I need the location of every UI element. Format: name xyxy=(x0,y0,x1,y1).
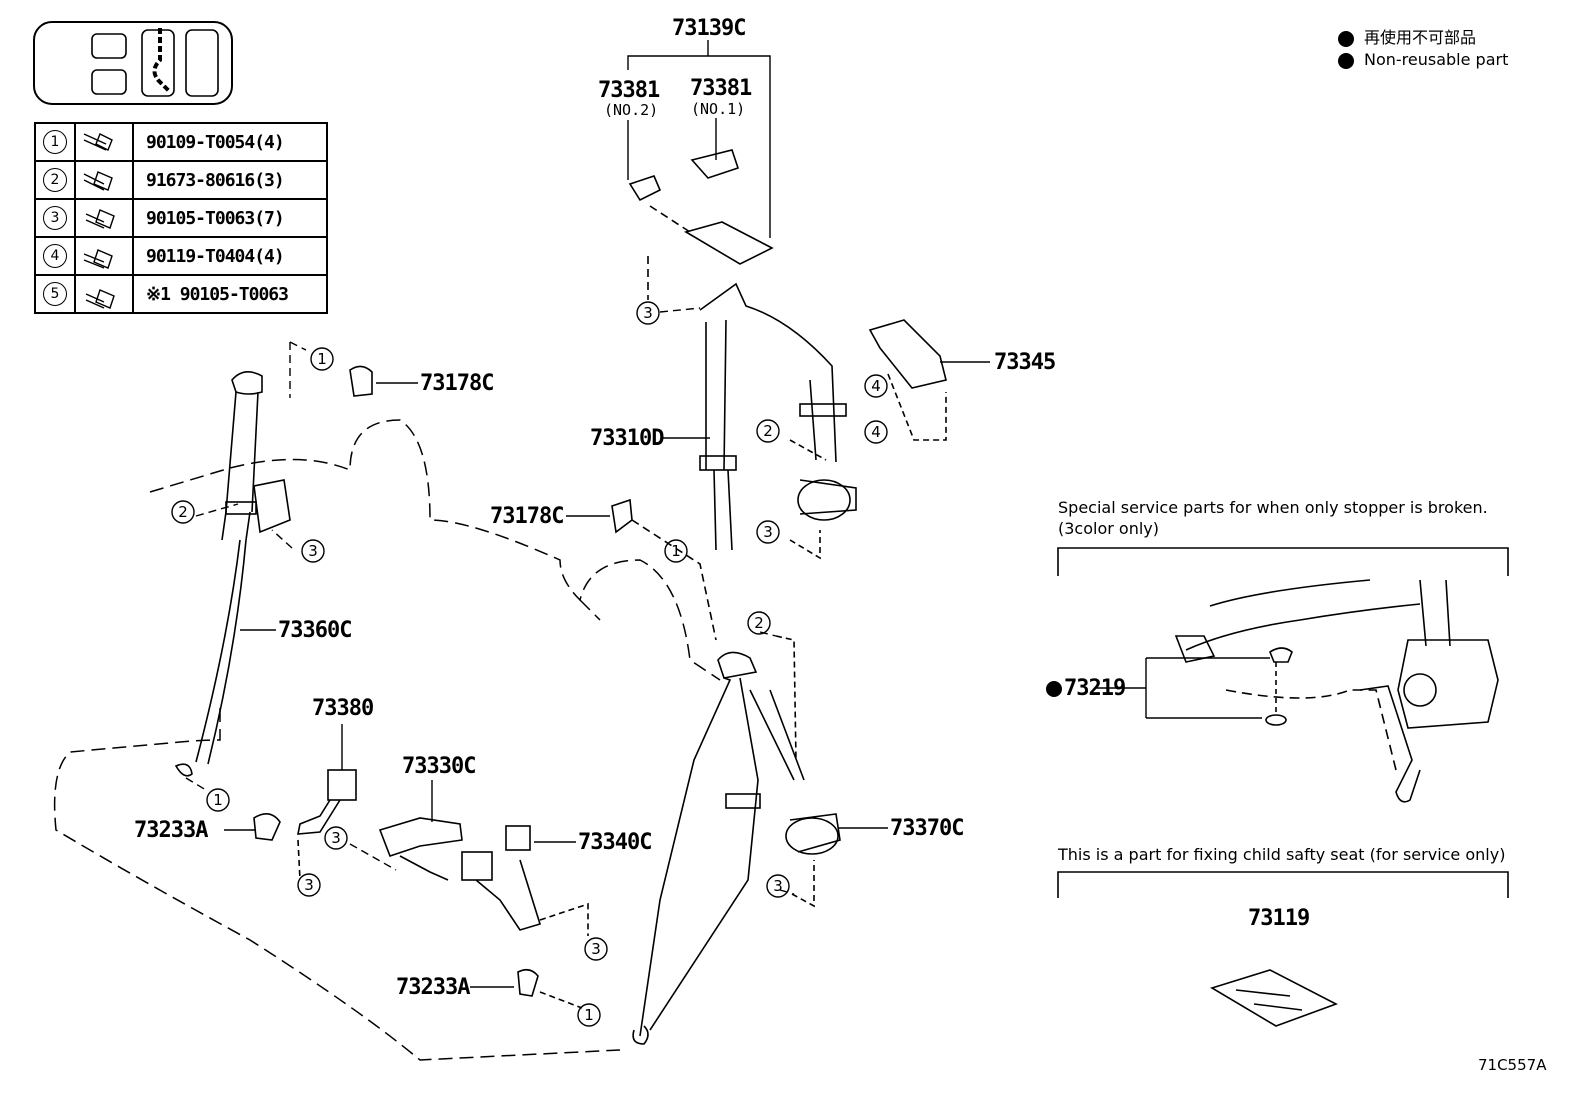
table-row: 5 ※1 90105-T0063 xyxy=(34,274,328,314)
label-73233a-left[interactable]: 73233A xyxy=(134,818,208,843)
label-73219[interactable]: 73219 xyxy=(1046,678,1126,700)
row-number: 2 xyxy=(43,168,67,192)
label-73178c-left[interactable]: 73178C xyxy=(420,371,494,396)
label-73178c-mid[interactable]: 73178C xyxy=(490,504,564,529)
label-73119[interactable]: 73119 xyxy=(1248,906,1310,931)
part-number: ※1 90105-T0063 xyxy=(132,274,328,314)
label-73381-no1-sub: (NO.1) xyxy=(691,100,746,118)
table-row: 4 90119-T0404(4) xyxy=(34,236,328,276)
special-service-note: Special service parts for when only stop… xyxy=(1058,498,1488,517)
label-73381-no1[interactable]: 73381 xyxy=(690,76,752,101)
bracket-73345 xyxy=(868,319,947,441)
vehicle-locator-icon xyxy=(33,21,233,105)
callout-number: 4 xyxy=(871,423,881,441)
callout-number: 1 xyxy=(317,350,327,368)
callout-number: 4 xyxy=(871,377,881,395)
row-number: 3 xyxy=(43,206,67,230)
left-seatbelt-assembly xyxy=(174,371,291,777)
label-73381-no2-sub: (NO.2) xyxy=(604,101,659,119)
callout-number: 3 xyxy=(591,940,601,958)
callout-number: 1 xyxy=(584,1006,594,1024)
callout-number: 2 xyxy=(178,503,188,521)
callout-number: 2 xyxy=(763,422,773,440)
part-number: 90119-T0404(4) xyxy=(132,236,328,276)
part-number: 90109-T0054(4) xyxy=(132,122,328,162)
buckles xyxy=(297,769,589,936)
label-73370c[interactable]: 73370C xyxy=(890,816,964,841)
cover-73178c xyxy=(349,365,717,641)
label-73381-no2[interactable]: 73381 xyxy=(598,78,660,103)
callout-number: 3 xyxy=(308,542,318,560)
callout-circles xyxy=(171,301,888,1027)
child-seat-note: This is a part for fixing child safty se… xyxy=(1058,845,1506,864)
callout-number: 1 xyxy=(213,791,223,809)
seat-outline xyxy=(53,419,721,1061)
figure-code: 71C557A xyxy=(1478,1056,1547,1074)
callout-number: 1 xyxy=(671,542,681,560)
legend-item-jp: 再使用不可部品 xyxy=(1338,24,1476,48)
row-number: 5 xyxy=(43,282,67,306)
leader-lines xyxy=(224,40,1270,988)
table-row: 3 90105-T0063(7) xyxy=(34,198,328,238)
center-belt-assembly xyxy=(628,149,857,560)
bullet-icon xyxy=(1338,30,1354,47)
label-73380[interactable]: 73380 xyxy=(312,696,374,721)
non-reusable-marker-icon xyxy=(1046,681,1062,697)
callout-number: 3 xyxy=(331,829,341,847)
label-73345[interactable]: 73345 xyxy=(994,350,1056,375)
label-73310d[interactable]: 73310D xyxy=(590,426,664,451)
right-seatbelt-assembly xyxy=(632,635,841,1045)
label-73233a-bottom[interactable]: 73233A xyxy=(396,975,470,1000)
special-service-box xyxy=(1057,547,1509,803)
row-number: 4 xyxy=(43,244,67,268)
callout-number: 3 xyxy=(763,523,773,541)
anchor-cover-73233a xyxy=(253,813,583,1009)
row-number: 1 xyxy=(43,130,67,154)
table-row: 1 90109-T0054(4) xyxy=(34,122,328,162)
callout-number: 3 xyxy=(643,304,653,322)
callout-number: 2 xyxy=(754,614,764,632)
bullet-icon xyxy=(1338,52,1354,69)
label-73139c[interactable]: 73139C xyxy=(672,16,746,41)
callout-number: 3 xyxy=(773,877,783,895)
part-number: 91673-80616(3) xyxy=(132,160,328,200)
special-service-note-sub: (3color only) xyxy=(1058,519,1159,538)
callout-number: 3 xyxy=(304,876,314,894)
child-seat-box xyxy=(1057,871,1509,1027)
label-73340c[interactable]: 73340C xyxy=(578,830,652,855)
label-73330c[interactable]: 73330C xyxy=(402,754,476,779)
legend-item-en: Non-reusable part xyxy=(1338,50,1508,69)
label-73360c[interactable]: 73360C xyxy=(278,618,352,643)
part-number: 90105-T0063(7) xyxy=(132,198,328,238)
table-row: 2 91673-80616(3) xyxy=(34,160,328,200)
fastener-table: 1 90109-T0054(4) 2 91673-80616(3) 3 9010… xyxy=(34,122,328,314)
